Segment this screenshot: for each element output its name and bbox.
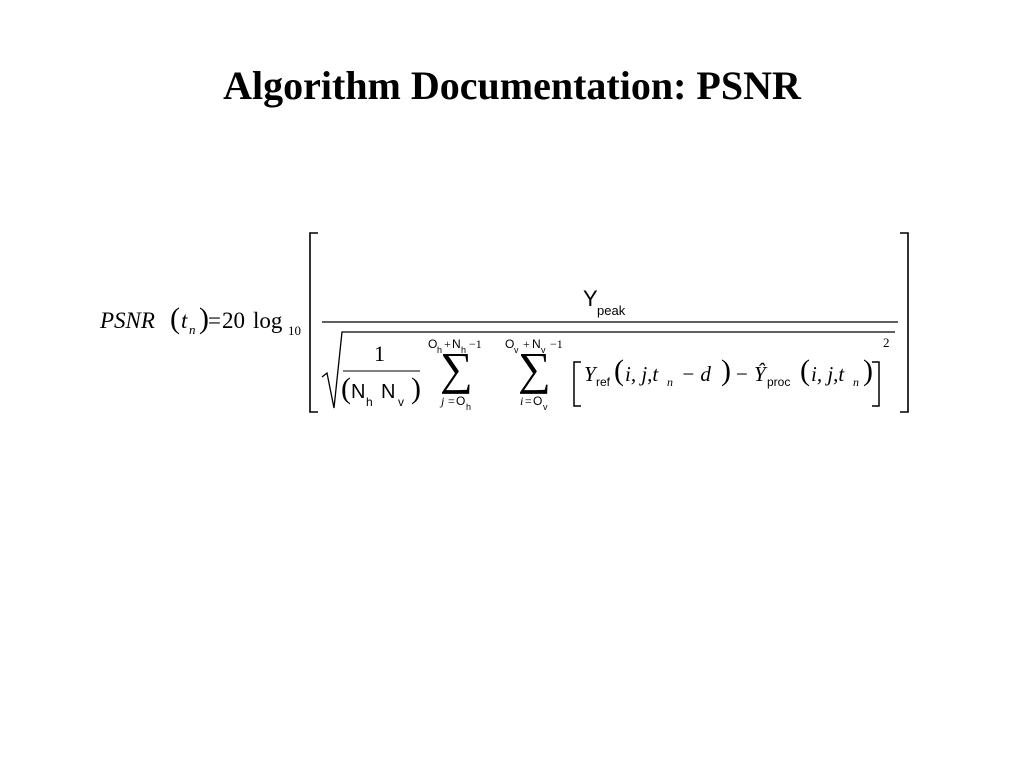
psnr-symbol: PSNR — [100, 308, 155, 333]
sum-j-lower-eq: = — [448, 394, 455, 408]
sum-i-lower-o-sub: v — [543, 402, 548, 412]
radical-sign — [321, 331, 895, 409]
y-hat-sub: proc — [767, 375, 791, 389]
outer-left-bracket — [309, 232, 318, 413]
sum-i-upper-n: N — [532, 337, 541, 351]
fraction-numerator: 1 — [374, 341, 385, 366]
sum-i-upper-minus-one: −1 — [550, 337, 563, 351]
paren-open-ref: ( — [614, 354, 624, 387]
sum-i-upper-o: O — [505, 337, 515, 351]
sum-j-upper-o-sub: h — [437, 345, 443, 355]
n-v-symbol: N — [381, 381, 396, 403]
sum-i-upper-n-sub: v — [541, 345, 546, 355]
sum-i-upper-plus: + — [523, 337, 530, 351]
y-ref-symbol: Y — [584, 362, 596, 386]
sum-j-upper-plus: + — [444, 337, 451, 351]
sum-i-upper-o-sub: v — [514, 345, 519, 355]
paren-open-proc: ( — [800, 354, 810, 387]
y-hat-symbol: Ŷ — [754, 362, 766, 386]
square-bracket-right — [872, 361, 880, 407]
sum-i-lower-index: i — [520, 394, 524, 408]
coefficient-20: 20 — [222, 308, 245, 333]
equals-sign: = — [208, 308, 221, 333]
paren-close-ref: ) — [721, 354, 731, 387]
ref-args-sub: n — [667, 375, 673, 389]
lhs-arg: t — [181, 308, 188, 333]
sum-j-lower-o-sub: h — [466, 402, 472, 412]
square-bracket-left — [573, 361, 581, 407]
paren-open-lhs: ( — [170, 302, 180, 335]
sum-i-lower-o: O — [533, 394, 543, 408]
sum-j-upper-n: N — [452, 337, 461, 351]
y-peak-symbol: Y — [583, 286, 598, 311]
sum-j-lower-index: j — [441, 394, 445, 408]
proc-args: i, j,t — [811, 362, 845, 386]
paren-close-n: ) — [411, 372, 421, 405]
sum-j-sigma: ∑ — [440, 343, 473, 394]
sum-i-lower-eq: = — [525, 394, 532, 408]
sum-j-upper-minus-one: −1 — [469, 337, 482, 351]
outer-right-bracket — [900, 232, 909, 413]
sum-j-lower-o: O — [456, 394, 466, 408]
paren-open-n: ( — [341, 372, 351, 405]
n-h-sub: h — [366, 395, 373, 409]
n-v-sub: v — [398, 395, 404, 409]
minus-sign: − — [736, 362, 748, 386]
log-operator: log — [253, 308, 283, 333]
exponent-two: 2 — [883, 335, 890, 350]
paren-close-proc: ) — [863, 354, 873, 387]
y-ref-sub: ref — [596, 375, 611, 389]
n-h-symbol: N — [351, 381, 366, 403]
sum-j-upper-n-sub: h — [461, 345, 467, 355]
log-base: 10 — [288, 323, 301, 338]
paren-close-lhs: ) — [199, 302, 209, 335]
sum-j-upper-o: O — [428, 337, 438, 351]
ref-args: i, j,t — [625, 362, 659, 386]
minus-d: − d — [681, 362, 711, 386]
y-peak-sub: peak — [597, 303, 626, 318]
sum-i-sigma: ∑ — [518, 343, 551, 394]
slide-title: Algorithm Documentation: PSNR — [223, 63, 801, 108]
lhs-arg-sub: n — [189, 322, 196, 337]
proc-args-sub: n — [853, 375, 859, 389]
